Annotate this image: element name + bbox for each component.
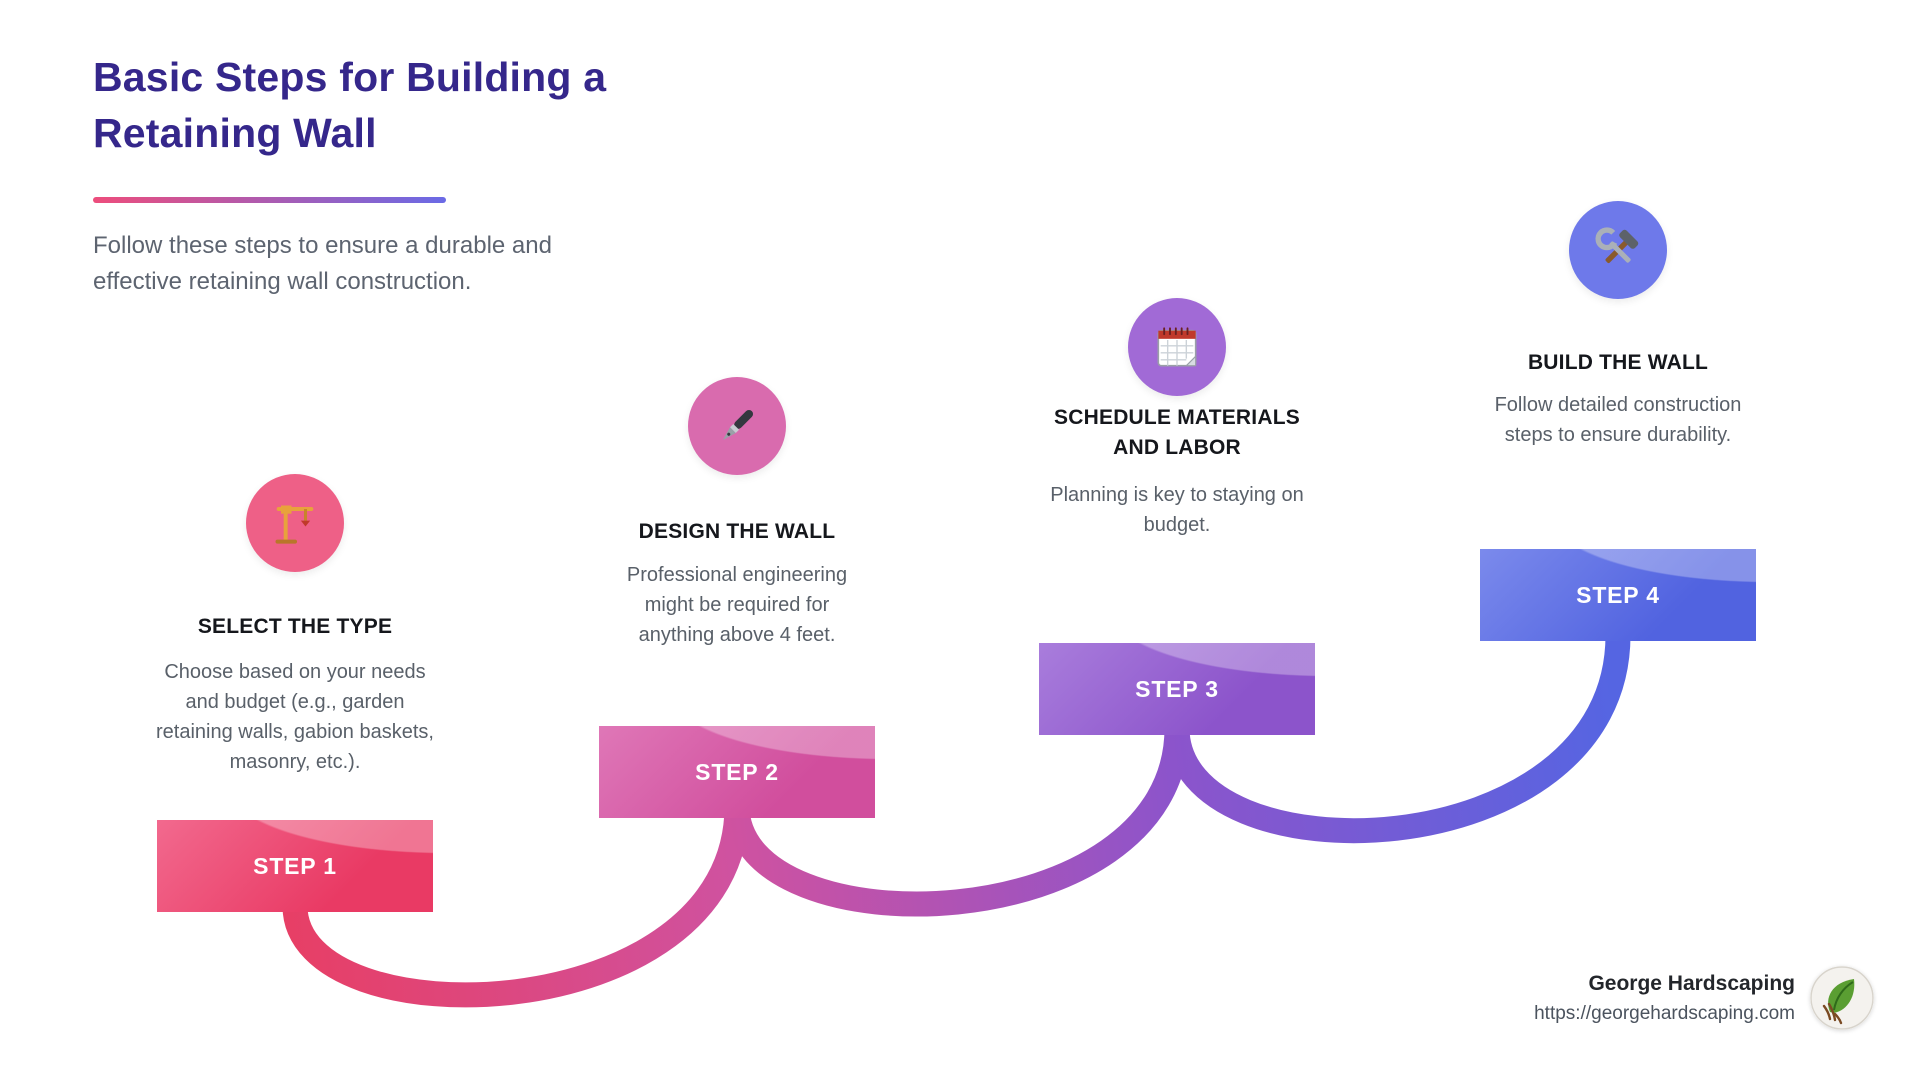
- page-subtitle: Follow these steps to ensure a durable a…: [93, 232, 552, 295]
- george-hardscaping-logo: [1810, 966, 1874, 1030]
- calendar-icon: [1157, 327, 1197, 367]
- step-2-box: STEP 2: [599, 726, 875, 818]
- step-4-heading: BUILD THE WALL: [1527, 351, 1709, 374]
- step-3-heading: SCHEDULE MATERIALS AND LABOR: [1054, 406, 1300, 460]
- step-2-icon-circle: [688, 377, 786, 475]
- step-3-icon-circle: [1128, 298, 1226, 396]
- step-2-column: DESIGN THE WALL Professional engineering…: [567, 0, 907, 1080]
- step-1-label: STEP 1: [253, 852, 337, 879]
- step-4-description: Follow detailed construction steps to en…: [1494, 394, 1742, 446]
- tools-icon: [1595, 227, 1639, 263]
- title-underline: [93, 197, 446, 203]
- brand-url-link[interactable]: https://georgehardscaping.com: [1534, 1002, 1795, 1024]
- header: Basic Steps for Building a Retaining Wal…: [93, 50, 713, 162]
- step-1-column: SELECT THE TYPE Choose based on your nee…: [125, 0, 465, 1080]
- step-1-description: Choose based on your needs and budget (e…: [156, 661, 434, 773]
- step-3-label: STEP 3: [1135, 675, 1219, 702]
- step-1-box: STEP 1: [157, 820, 433, 912]
- brand-name: George Hardscaping: [1588, 971, 1795, 995]
- step-3-column: SCHEDULE MATERIALS AND LABOR Planning is…: [1007, 0, 1347, 1080]
- step-3-description: Planning is key to staying on budget.: [1050, 484, 1304, 536]
- step-2-heading: DESIGN THE WALL: [638, 520, 836, 543]
- step-4-label: STEP 4: [1576, 581, 1660, 608]
- step-1-heading: SELECT THE TYPE: [197, 615, 393, 638]
- step-1-icon-circle: [246, 474, 344, 572]
- step-2-description: Professional engineering might be requir…: [626, 564, 848, 646]
- page-title: Basic Steps for Building a Retaining Wal…: [93, 54, 607, 156]
- step-3-box: STEP 3: [1039, 643, 1315, 735]
- footer: George Hardscaping https://georgehardsca…: [1534, 966, 1874, 1030]
- step-4-column: BUILD THE WALL Follow detailed construct…: [1448, 0, 1788, 1080]
- step-4-icon-circle: [1569, 201, 1667, 299]
- pen-icon: [722, 409, 754, 441]
- crane-icon: [275, 505, 314, 544]
- step-4-box: STEP 4: [1480, 549, 1756, 641]
- step-2-label: STEP 2: [695, 758, 779, 785]
